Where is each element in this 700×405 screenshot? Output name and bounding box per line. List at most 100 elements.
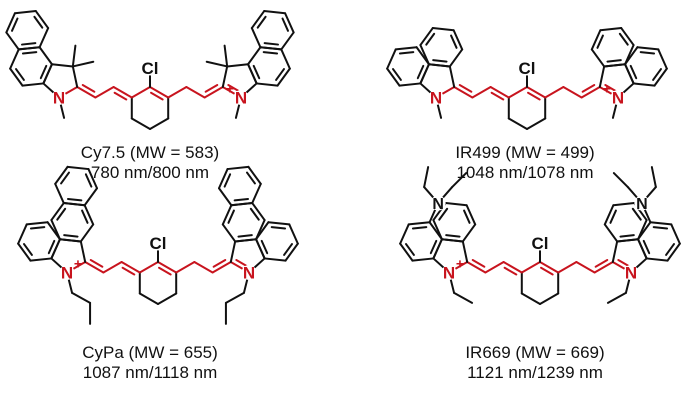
aromatic-ring-bond (17, 242, 32, 262)
double-bond-line (81, 83, 96, 93)
nitrogen-label: N (612, 89, 624, 108)
molecule-wavelengths: 1048 nm/1078 nm (456, 163, 594, 182)
double-bond-line (283, 243, 293, 256)
double-bond-line (63, 234, 79, 238)
aromatic-ring-bond (247, 63, 258, 85)
double-bond-line (631, 207, 642, 221)
label-mask (59, 265, 75, 280)
double-bond-line (212, 258, 227, 268)
nitrogen-label: N (235, 89, 247, 108)
double-bond-line (84, 173, 93, 188)
double-bond-line (29, 226, 46, 230)
double-bond-line (23, 243, 33, 256)
aromatic-ring-bond (226, 165, 250, 171)
bonds (386, 27, 668, 130)
double-bond-line (11, 17, 19, 32)
label-mask (532, 235, 548, 251)
chain-bond (489, 86, 510, 99)
chlorine-label: Cl (142, 59, 159, 78)
chain-bond (557, 261, 578, 274)
double-bond-line (223, 173, 232, 188)
aromatic-ring-bond (79, 223, 95, 243)
chain-bond (112, 86, 133, 99)
label-mask (610, 90, 626, 105)
aromatic-ring-bond (263, 10, 287, 15)
nitrogen-label: N (625, 264, 637, 283)
double-bond-line (281, 17, 289, 32)
double-bond-line (581, 83, 596, 93)
aromatic-ring-bond (612, 202, 636, 207)
bond (461, 240, 469, 263)
molecule-wavelengths: 1121 nm/1239 nm (467, 363, 603, 382)
double-bond-line (652, 226, 669, 230)
bond (221, 65, 229, 88)
caption-ir669: IR669 (MW = 669) 1121 nm/1239 nm (405, 343, 665, 383)
chain-bond (471, 86, 492, 99)
aromatic-ring-bond (5, 12, 16, 34)
double-bond-line (540, 266, 554, 276)
bond (611, 240, 619, 263)
bond (539, 292, 560, 305)
label-mask (519, 60, 535, 76)
label-mask (150, 235, 166, 251)
aromatic-ring-bond (25, 221, 49, 226)
double-bond-line (246, 171, 256, 185)
double-bond-line (263, 42, 280, 46)
double-bond-line (604, 83, 618, 93)
double-bond-line (275, 68, 285, 81)
aromatic-ring-bond (616, 238, 640, 243)
aromatic-ring-bond (230, 202, 254, 207)
bond (598, 65, 606, 88)
aromatic-ring-bond (653, 67, 668, 87)
molecule-wavelengths: 1087 nm/1118 nm (82, 363, 218, 382)
aromatic-ring-bond (66, 165, 90, 171)
chain-bond (167, 86, 188, 99)
aromatic-ring-bond (58, 238, 82, 243)
double-bond-line (150, 91, 164, 101)
chain-bond (593, 261, 614, 274)
double-bond-line (463, 209, 471, 224)
bond (448, 65, 456, 88)
bond (50, 63, 74, 68)
ring-bond (526, 86, 547, 99)
double-bond-line (260, 239, 269, 255)
aromatic-ring-bond (54, 165, 69, 185)
n-alkyl-bond (224, 291, 245, 304)
aromatic-ring-bond (13, 10, 37, 15)
aromatic-ring-bond (250, 10, 266, 30)
bond (526, 117, 547, 130)
chain-bond (484, 261, 505, 274)
aromatic-ring-bond (280, 31, 295, 51)
caption-ir499: IR499 (MW = 499) 1048 nm/1078 nm (395, 143, 655, 183)
double-bond-line (432, 59, 448, 63)
aromatic-ring-bond (38, 27, 50, 49)
n-alkyl-bond (453, 291, 474, 304)
label-mask (634, 195, 650, 211)
aromatic-ring-bond (251, 182, 262, 205)
double-bond-line (15, 68, 25, 81)
double-bond-line (60, 171, 70, 185)
bond (79, 240, 87, 263)
double-bond-line (629, 64, 638, 80)
double-bond-line (619, 234, 635, 238)
aromatic-ring-bond (603, 204, 615, 226)
aromatic-ring-bond (419, 44, 430, 66)
aromatic-ring-bond (29, 257, 53, 262)
aromatic-ring-bond (255, 238, 266, 260)
bond (157, 292, 178, 305)
ring-bond (138, 261, 159, 274)
aromatic-ring-bond (17, 223, 28, 245)
aromatic-ring-bond (255, 219, 266, 241)
double-bond-line (527, 91, 541, 101)
double-bond-line (652, 68, 662, 81)
double-bond-line (81, 209, 89, 224)
aromatic-ring-bond (427, 63, 451, 68)
chain-bond (120, 261, 141, 274)
double-bond-line (121, 266, 136, 276)
double-bond-line (237, 234, 253, 238)
aromatic-ring-bond (217, 168, 229, 190)
